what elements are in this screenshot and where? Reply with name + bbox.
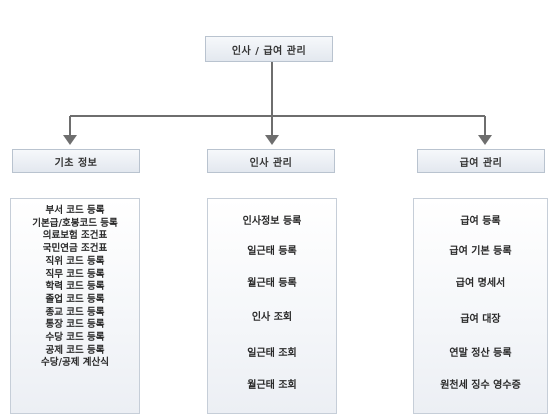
list-item: 월근태 등록: [247, 278, 297, 289]
list-item: 일근태 조회: [247, 348, 297, 359]
hr-management-list: 인사정보 등록 일근태 등록 월근태 등록 인사 조회 일근태 조회 월근태 조…: [207, 198, 337, 414]
list-item: 통장 코드 등록: [45, 319, 105, 331]
list-item: 월근태 조회: [247, 380, 297, 391]
list-item: 부서 코드 등록: [45, 205, 105, 216]
list-item: 졸업 코드 등록: [45, 293, 105, 305]
list-item: 급여 대장: [460, 314, 501, 325]
list-item: 일근태 등록: [247, 246, 297, 257]
category-title: 인사 관리: [249, 157, 293, 169]
category-title: 급여 관리: [459, 157, 503, 169]
arrow-pay-icon: [478, 135, 492, 145]
list-item: 의료보험 조건표: [42, 230, 108, 242]
list-item: 급여 기본 등록: [449, 246, 512, 257]
list-item: 직위 코드 등록: [45, 255, 105, 267]
category-payroll-management: 급여 관리: [417, 149, 545, 173]
list-item: 학력 코드 등록: [45, 281, 105, 293]
list-item: 공제 코드 등록: [45, 344, 105, 356]
list-item: 종교 코드 등록: [45, 306, 105, 318]
list-item: 급여 명세서: [455, 278, 506, 289]
list-item: 인사정보 등록: [242, 216, 302, 227]
arrow-basic-icon: [63, 135, 77, 145]
list-item: 인사 조회: [251, 312, 293, 323]
category-title: 기초 정보: [54, 157, 98, 169]
list-item: 급여 등록: [460, 216, 501, 227]
basic-info-list: 부서 코드 등록 기본급/호봉코드 등록 의료보험 조건표 국민연금 조건표 직…: [10, 198, 140, 414]
list-item: 국민연금 조건표: [42, 243, 108, 255]
list-item: 직무 코드 등록: [45, 268, 105, 280]
category-basic-info: 기초 정보: [12, 149, 140, 173]
root-label: 인사 / 급여 관리: [231, 45, 307, 57]
payroll-management-list: 급여 등록 급여 기본 등록 급여 명세서 급여 대장 연말 정산 등록 원천세…: [413, 198, 548, 414]
list-item: 수당/공제 계산식: [41, 357, 109, 369]
category-hr-management: 인사 관리: [207, 149, 335, 173]
list-item: 원천세 징수 영수증: [440, 380, 521, 391]
list-item: 연말 정산 등록: [449, 348, 512, 359]
list-item: 기본급/호봉코드 등록: [32, 217, 118, 229]
list-item: 수당 코드 등록: [45, 332, 105, 344]
arrow-hr-icon: [265, 135, 279, 145]
root-node: 인사 / 급여 관리: [205, 36, 333, 62]
